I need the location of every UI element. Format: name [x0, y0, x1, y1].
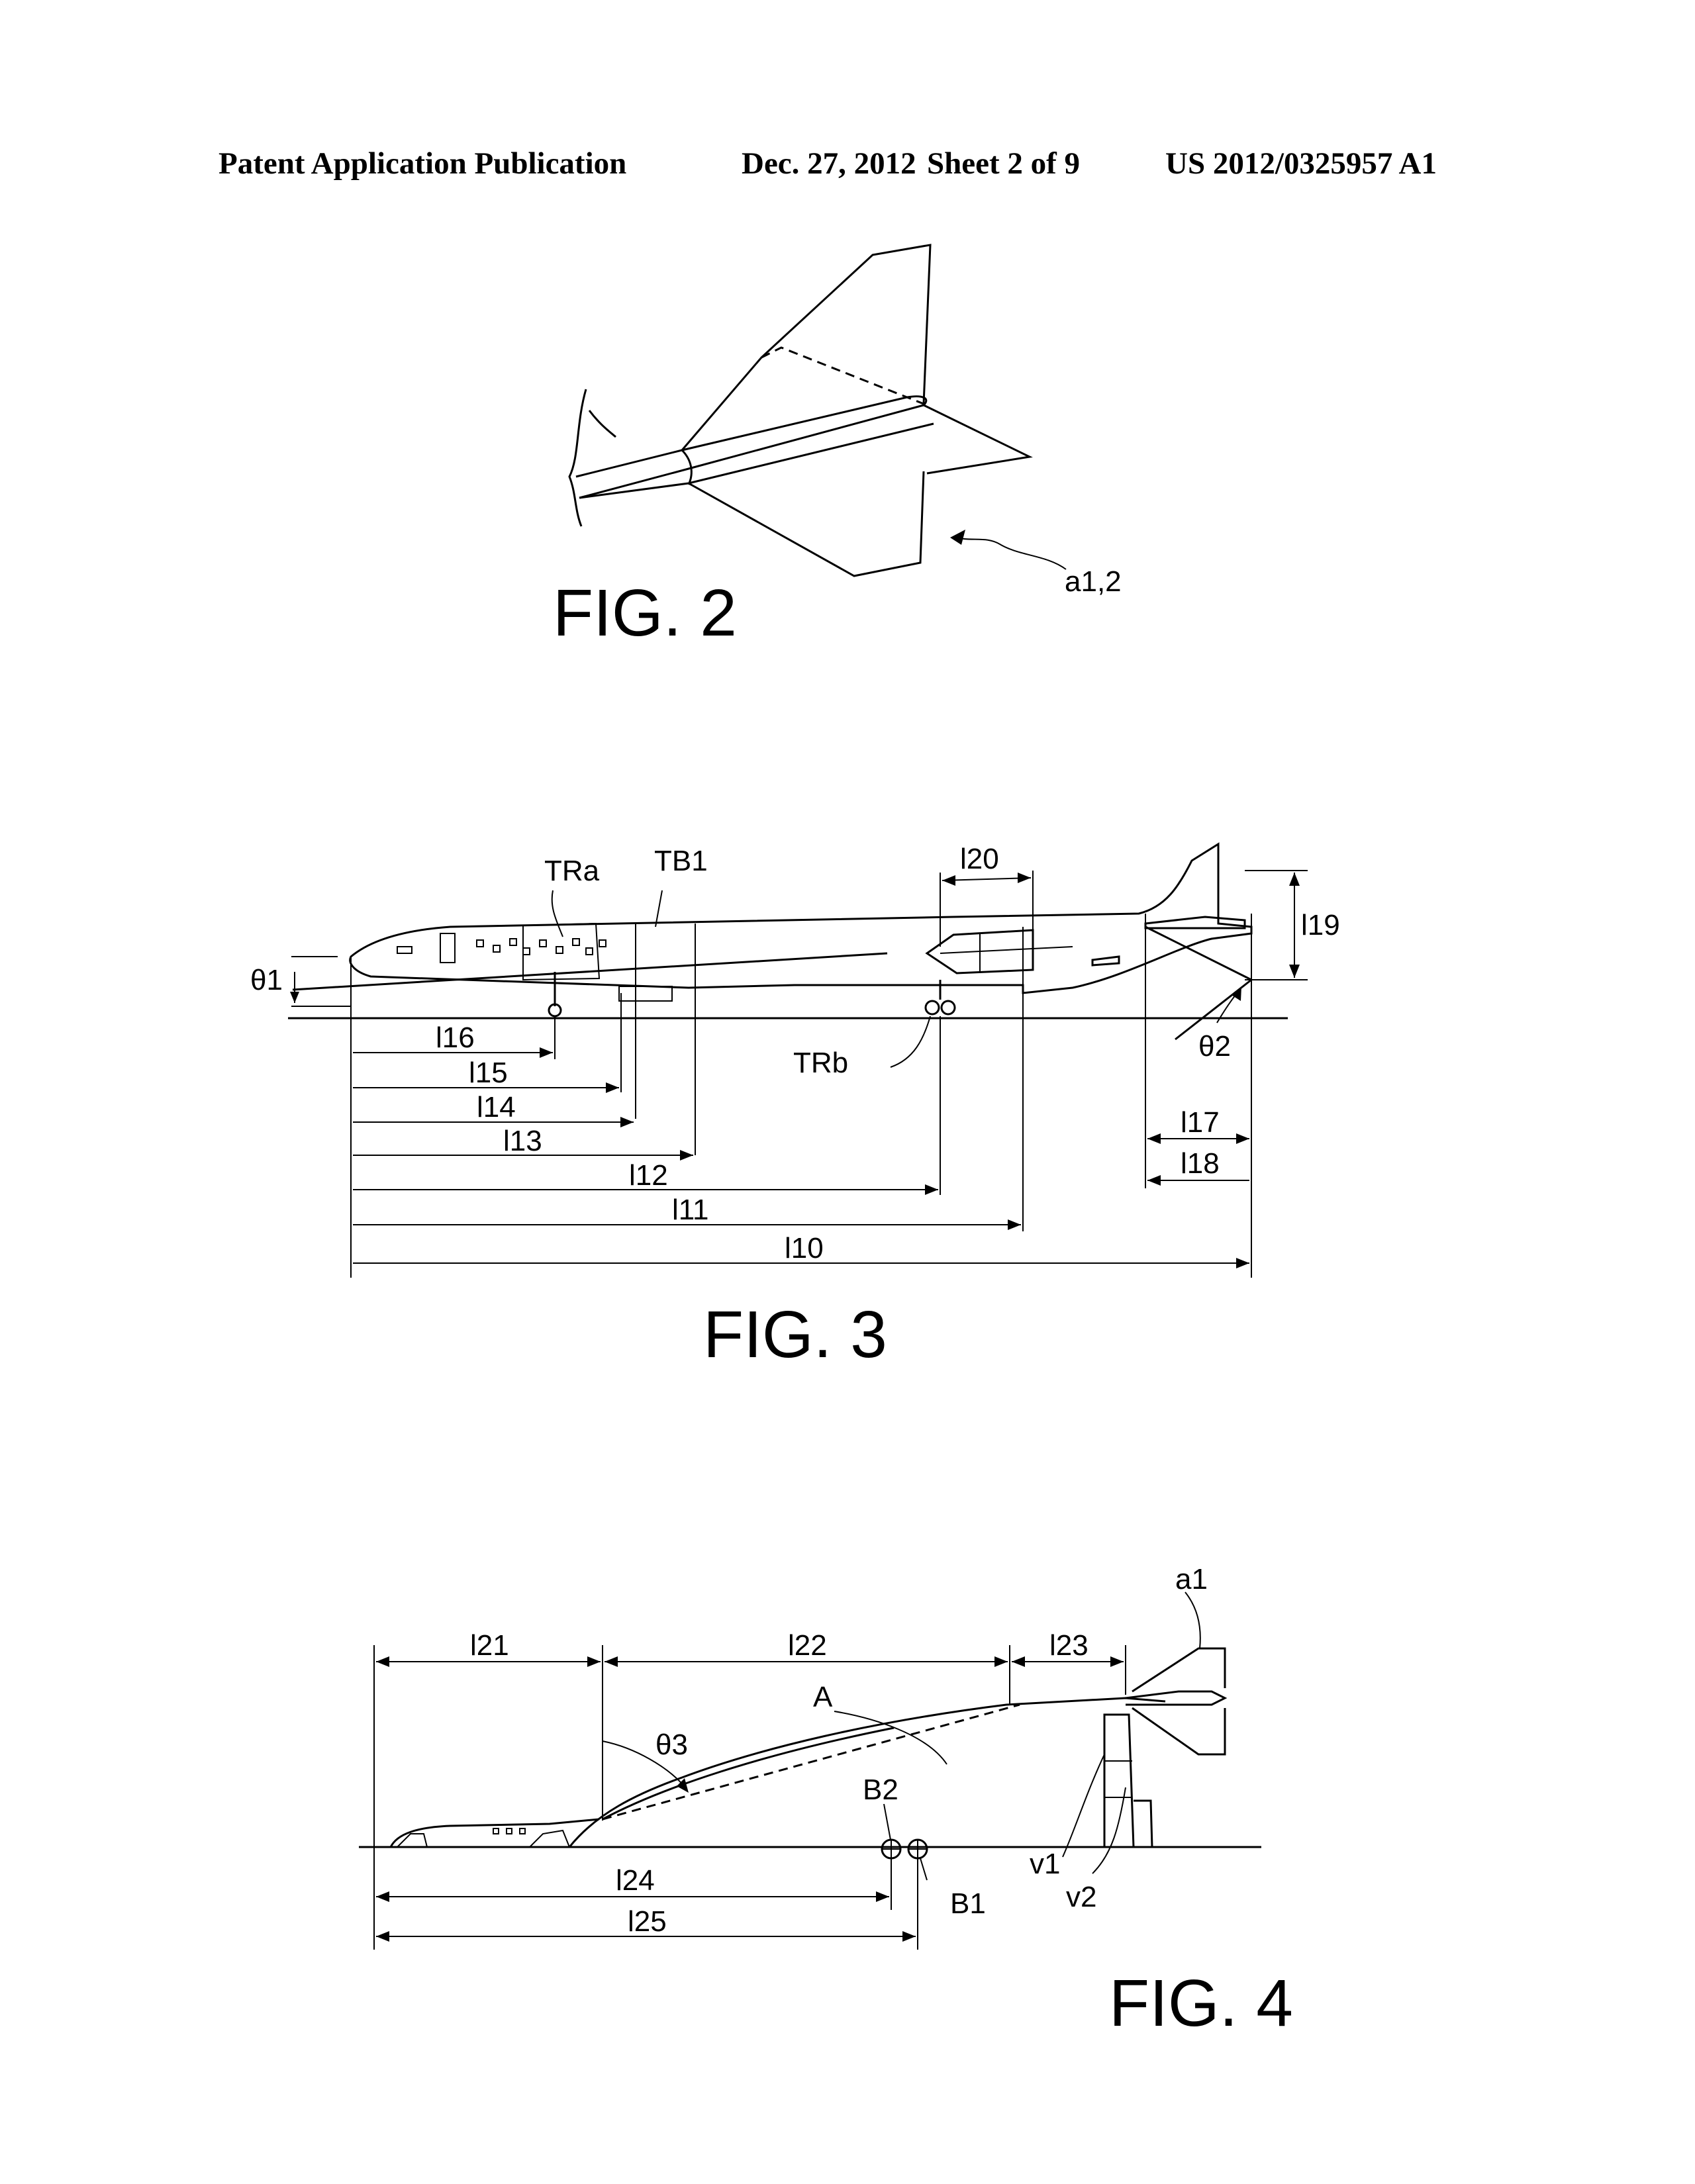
fig2-caption: FIG. 2 — [553, 576, 737, 650]
fig3-label-l14: l14 — [477, 1091, 516, 1123]
fig3-label-l15: l15 — [469, 1057, 508, 1089]
fig4-label-l24: l24 — [616, 1864, 655, 1897]
fig3-label-trb: TRb — [793, 1047, 848, 1079]
fig3-label-l13: l13 — [503, 1125, 542, 1157]
fig4-label-l22: l22 — [788, 1629, 827, 1662]
fig3-label-theta1: θ1 — [250, 964, 283, 996]
fig4-aircraft-drawing — [359, 1591, 1261, 1950]
fig4-label-theta3: θ3 — [655, 1729, 688, 1761]
fig4-label-v1: v1 — [1030, 1848, 1060, 1880]
fig3-label-l20: l20 — [960, 843, 999, 875]
fig3-aircraft-drawing — [288, 842, 1308, 1278]
fig4-label-a1: a1 — [1175, 1563, 1208, 1595]
fig3-label-tb1: TB1 — [654, 845, 708, 877]
fig4-label-l21: l21 — [470, 1629, 509, 1662]
fig3-label-theta2: θ2 — [1198, 1030, 1231, 1063]
fig4-label-l23: l23 — [1049, 1629, 1089, 1662]
patent-number: US 2012/0325957 A1 — [1165, 146, 1437, 181]
fig4-label-B1: B1 — [950, 1887, 986, 1920]
fig3-label-tra: TRa — [544, 855, 600, 887]
fig4-label-l25: l25 — [628, 1905, 667, 1938]
fig3-label-l11: l11 — [672, 1194, 708, 1226]
fig3-label-l12: l12 — [629, 1159, 668, 1192]
fig4-label-v2: v2 — [1066, 1881, 1096, 1913]
sheet-number: Sheet 2 of 9 — [927, 146, 1081, 181]
fig3-label-l16: l16 — [436, 1021, 475, 1054]
fig4-label-B2: B2 — [863, 1774, 898, 1806]
fig3-label-l19: l19 — [1301, 909, 1340, 941]
fig3-label-l17: l17 — [1181, 1106, 1220, 1139]
fig4-label-A: A — [813, 1681, 833, 1713]
publication-title: Patent Application Publication — [218, 146, 627, 181]
fig2-ref-label: a1,2 — [1065, 565, 1122, 598]
fig3-label-l18: l18 — [1181, 1147, 1220, 1180]
fig3-caption: FIG. 3 — [703, 1298, 887, 1372]
fig4-caption: FIG. 4 — [1109, 1966, 1293, 2040]
publication-date: Dec. 27, 2012 — [742, 146, 916, 181]
fig3-label-l10: l10 — [785, 1232, 824, 1264]
fig2-tail-drawing — [568, 244, 1067, 577]
